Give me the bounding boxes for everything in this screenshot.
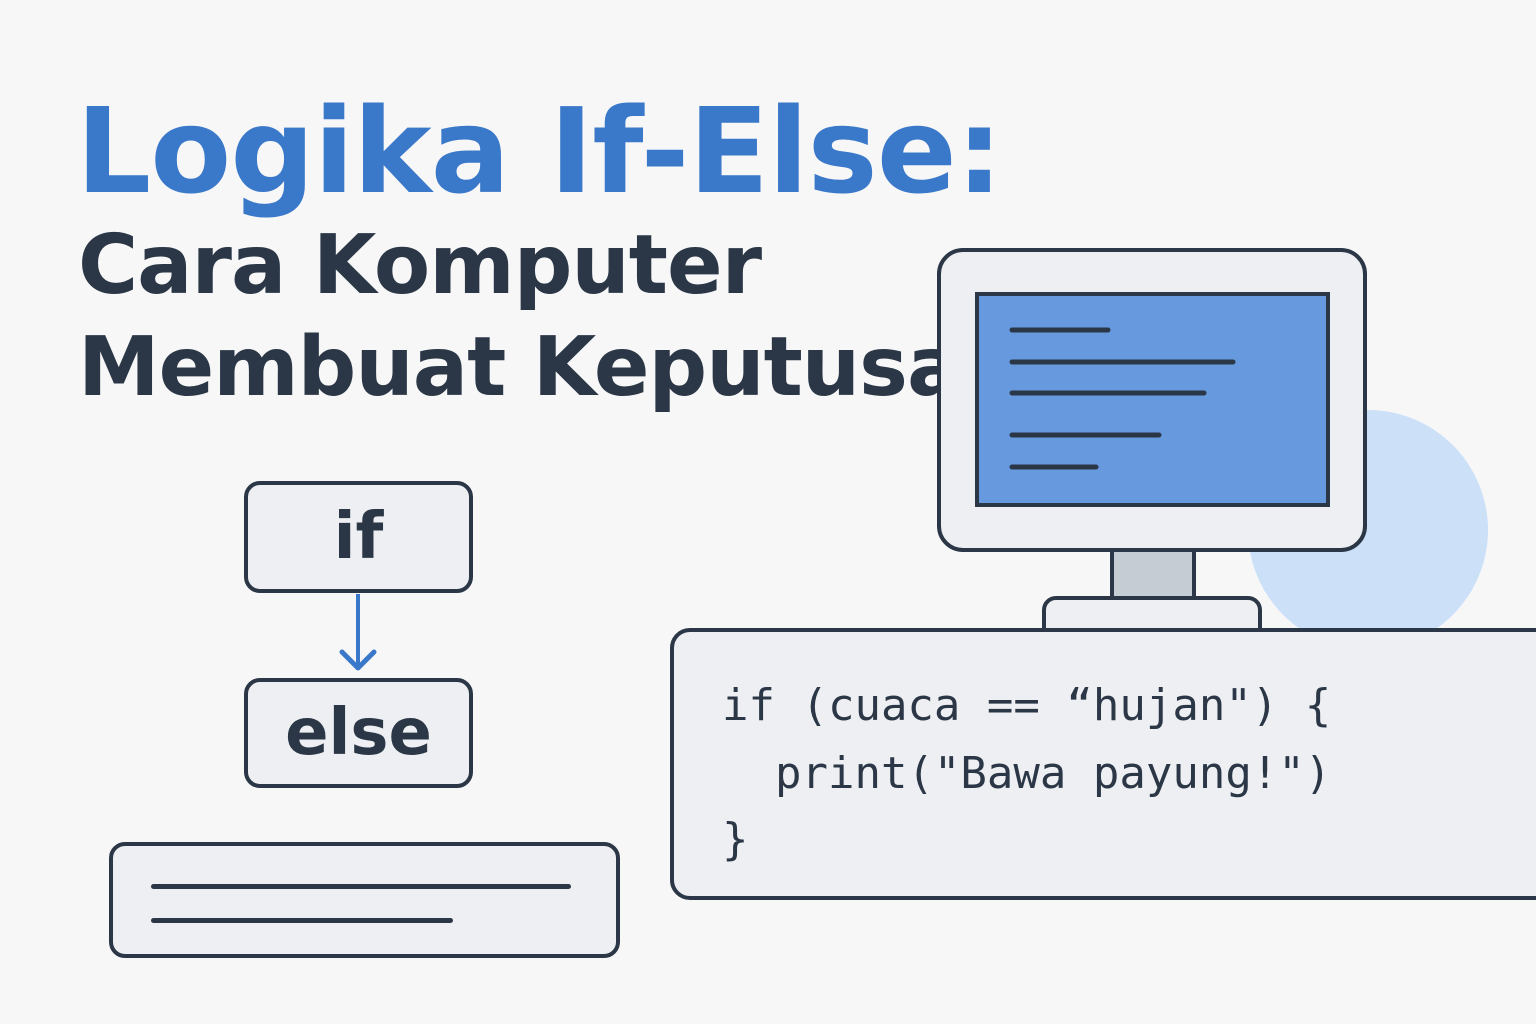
if-box: if [244, 481, 473, 593]
text-line [151, 884, 571, 889]
text-block-box [109, 842, 620, 958]
arrow-down-icon [339, 594, 377, 671]
else-box: else [244, 678, 473, 788]
else-label: else [285, 696, 432, 770]
code-line-1: if (cuaca == “hujan") { [722, 680, 1332, 731]
subtitle-line-1: Cara Komputer [78, 218, 762, 313]
if-label: if [333, 500, 384, 574]
code-panel: if (cuaca == “hujan") { print("Bawa payu… [670, 628, 1536, 900]
text-line [151, 918, 453, 923]
page-title: Logika If-Else: [76, 82, 1003, 220]
subtitle-line-2: Membuat Keputusan [78, 320, 1020, 415]
code-line-2: print("Bawa payung!") [722, 748, 1332, 799]
code-line-3: } [722, 814, 749, 865]
